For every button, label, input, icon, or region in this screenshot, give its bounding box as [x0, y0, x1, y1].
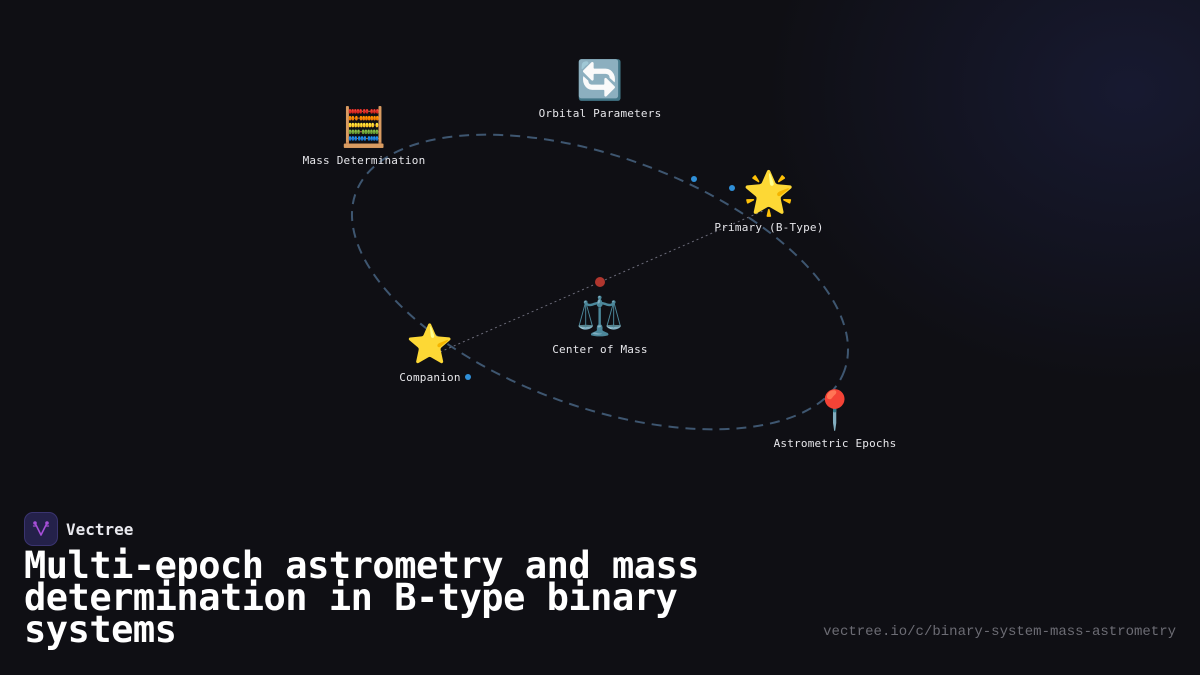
cycle-arrows-icon: 🔄	[576, 58, 624, 102]
node-label: Center of Mass	[552, 343, 648, 356]
epoch-dot	[691, 176, 697, 182]
node-primary: 🌟 Primary (B-Type)	[714, 170, 823, 235]
node-label: Companion	[399, 371, 461, 384]
epoch-dot	[729, 185, 735, 191]
orbit-ellipse	[350, 133, 850, 431]
node-mass-determination: 🧮 Mass Determination	[303, 105, 426, 168]
node-orbital-parameters: 🔄 Orbital Parameters	[539, 58, 662, 121]
page-url: vectree.io/c/binary-system-mass-astromet…	[823, 624, 1176, 640]
node-label: Primary (B-Type)	[714, 221, 824, 234]
node-label: Astrometric Epochs	[773, 437, 897, 450]
node-label: Orbital Parameters	[538, 107, 662, 120]
node-companion: ⭐ Companion	[399, 322, 460, 385]
separation-line	[439, 209, 766, 353]
node-label: Mass Determination	[302, 154, 426, 167]
pushpin-icon: 📍	[811, 388, 859, 432]
brand: Vectree	[24, 512, 133, 546]
brand-name: Vectree	[66, 519, 134, 539]
glowing-star-icon: 🌟	[742, 168, 796, 217]
balance-scale-icon: ⚖️	[576, 294, 624, 338]
node-astrometric-epochs: 📍 Astrometric Epochs	[774, 388, 897, 451]
center-of-mass-dot	[595, 277, 605, 287]
page-title: Multi-epoch astrometry and mass determin…	[24, 544, 700, 651]
star-icon: ⭐	[406, 322, 454, 366]
vectree-logo-icon	[24, 512, 58, 546]
node-center-of-mass: ⚖️ Center of Mass	[552, 294, 648, 357]
abacus-icon: 🧮	[340, 105, 388, 149]
epoch-dot	[465, 374, 471, 380]
